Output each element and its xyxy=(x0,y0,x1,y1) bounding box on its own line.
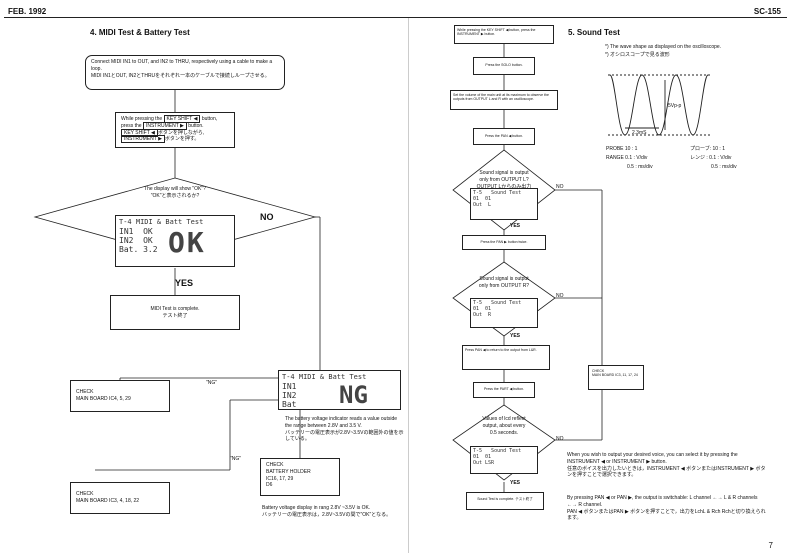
yes-label: YES xyxy=(175,278,194,288)
flow-lcd-1: T-5 Sound Test 01 01 Out L xyxy=(470,188,538,220)
flow-lcd-3: T-5 Sound Test 01 01 Out LSR xyxy=(470,446,538,474)
probe-label: PROBE 10 : 1 xyxy=(606,146,638,152)
instrument-key: INSTRUMENT ▶ xyxy=(142,121,187,130)
key-shift-key: KEY SHIFT ◀ xyxy=(163,115,201,123)
range-label-1: RANGE 0.1 : V/div xyxy=(606,155,648,161)
scope-note-jp: *) オシロスコープで見る波形 xyxy=(605,52,670,58)
sound-section-title: 5. Sound Test xyxy=(568,28,620,37)
range-label-1-jp: レンジ : 0.1 : V/div xyxy=(690,155,732,161)
flow-diamond-3 xyxy=(452,404,556,481)
midi-section-title: 4. MIDI Test & Battery Test xyxy=(90,28,190,37)
flow-step-5: Press the PAN ▶ button twice. xyxy=(462,235,546,250)
connect-en: Connect MIDI IN1 to OUT, and IN2 to THRU… xyxy=(91,59,273,72)
flow-yes-1: YES xyxy=(510,223,521,229)
no-label: NO xyxy=(260,212,274,222)
period-label: 2.3mS xyxy=(632,130,647,136)
vpp-label: 5Vp-p xyxy=(668,103,682,109)
ng-label-2: "NG" xyxy=(230,456,242,462)
flow-step-3: Set the volume of the main unit at its m… xyxy=(450,90,558,110)
flow-no-2: NO xyxy=(556,293,564,299)
flow-no-3: NO xyxy=(556,436,564,442)
header-right: SC-155 xyxy=(753,7,781,16)
page-number: 7 xyxy=(768,541,773,550)
flow-step-4: Press the PAN ◀ button. xyxy=(473,128,535,145)
center-fold xyxy=(408,18,409,553)
flow-no-1: NO xyxy=(556,184,564,190)
flow-step-6: Press PAN ◀ to return to the output from… xyxy=(462,345,550,370)
range-label-2: 0.5 : ms/div xyxy=(627,164,653,170)
flow-yes-3: YES xyxy=(510,480,521,486)
scope-note-en: *) The wave shape as displayed on the os… xyxy=(605,44,722,50)
decision-text: The display will show "OK"? "OK"と表示されるか? xyxy=(144,186,206,199)
battery-note: The battery voltage indicator reads a va… xyxy=(285,416,404,443)
flow-decision-2-text: Sound signal is output only from OUTPUT … xyxy=(478,276,530,289)
check-main-board-2: CHECK MAIN BOARD IC3, 4, 18, 22 xyxy=(70,482,170,514)
battery-ok-note: Battery voltage display in rang 2.8V ~3.… xyxy=(262,505,392,518)
range-label-2-jp: 0.5 : ms/div xyxy=(711,164,737,170)
flow-step-2: Press the SOLO button. xyxy=(473,57,535,75)
lcd-big-ok: OK xyxy=(168,226,206,259)
flow-step-1: While pressing the KEY SHIFT ◀ button, p… xyxy=(454,25,554,44)
flow-decision-3-text: Values of lcd reflect output, about ever… xyxy=(482,416,526,436)
oscilloscope-wave xyxy=(608,74,712,136)
pan-note: By pressing PAN ◀ or PAN ▶, the output i… xyxy=(567,495,766,522)
header-rule xyxy=(4,17,787,18)
lcd-big-ng: NG xyxy=(339,381,368,409)
flow-yes-2: YES xyxy=(510,333,521,339)
check-main-board-1: CHECK MAIN BOARD IC4, 5, 29 xyxy=(70,380,170,412)
connect-jp: MIDI IN1とOUT, IN2とTHRUをそれぞれ一本のケーブルで接続しルー… xyxy=(91,72,270,79)
header-left: FEB. 1992 xyxy=(8,7,47,16)
ng-label-1: "NG" xyxy=(206,380,218,386)
connect-instruction: Connect MIDI IN1 to OUT, and IN2 to THRU… xyxy=(85,55,285,90)
output-voice-note: When you wish to output your desired voi… xyxy=(567,452,766,479)
flow-step-7: Press the PART ◀ button. xyxy=(473,382,535,398)
midi-complete-box: MIDI Test is complete. テスト終了 xyxy=(110,295,240,330)
lcd-ok-display: T-4 MIDI & Batt Test IN1 OK IN2 OK Bat. … xyxy=(115,215,235,267)
press-instruction: While pressing the KEY SHIFT ◀ button, p… xyxy=(115,112,235,148)
check-battery-holder: CHECK BATTERY HOLDER IC16, 17, 29 D6 xyxy=(260,458,340,496)
flow-step-8: Sound Test is complete. テスト終了 xyxy=(466,492,544,510)
flow-check-box: CHECK MAIN BOARD IC3, 11, 17, 24 xyxy=(588,365,644,390)
probe-label-jp: プローブ: 10 : 1 xyxy=(690,146,725,152)
flow-lcd-2: T-5 Sound Test 01 01 Out R xyxy=(470,298,538,328)
lcd-ng-display: T-4 MIDI & Batt Test IN1 IN2 Bat NG xyxy=(278,370,401,410)
